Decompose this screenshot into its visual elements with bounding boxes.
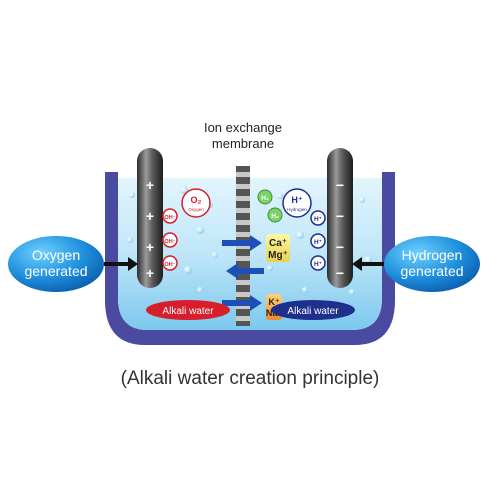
- ca-label: Ca⁺: [269, 238, 287, 249]
- arrow-right-icon: [104, 257, 138, 271]
- h-ion-label: H⁺: [314, 261, 322, 268]
- minus-sign: −: [336, 177, 344, 193]
- ca-mg-box: Ca⁺ Mg⁺: [266, 234, 290, 262]
- mg-label: Mg⁺: [268, 250, 288, 261]
- hydrogen-generated-bubble: Hydrogen generated: [384, 236, 480, 292]
- h-ion-label: H⁺: [314, 216, 322, 223]
- hydrogen-symbol: H⁺: [291, 195, 302, 205]
- minus-sign: −: [336, 208, 344, 224]
- oh-ion-label: OH⁻: [164, 262, 175, 268]
- k-label: K⁺: [268, 297, 279, 307]
- plus-sign: +: [146, 177, 154, 193]
- membrane-label-line1: Ion exchange: [204, 120, 282, 135]
- left-pill-label: Alkali water: [162, 306, 214, 317]
- hydrogen-molecules: H₂ H₂: [257, 189, 283, 223]
- diagram-caption: (Alkali water creation principle): [121, 368, 380, 389]
- hydrogen-generated-line2: generated: [400, 263, 463, 279]
- plus-sign: +: [146, 239, 154, 255]
- arrow-right-icon: [222, 235, 262, 251]
- h2-label: H₂: [271, 213, 279, 220]
- hydrogen-sublabel: Hydrogen: [287, 207, 307, 212]
- hydroxide-ions: OH⁻ OH⁻ OH⁻: [162, 208, 178, 271]
- oh-ion-label: OH⁻: [164, 239, 175, 245]
- right-pill-label: Alkali water: [287, 306, 339, 317]
- anode-electrode: + + + +: [137, 148, 163, 288]
- oxygen-generated-line1: Oxygen: [32, 247, 80, 263]
- oxygen-symbol: O₂: [191, 195, 202, 205]
- ion-migration-arrows: [222, 235, 264, 311]
- hydrogen-generated-line1: Hydrogen: [402, 247, 463, 263]
- oxygen-generated-line2: generated: [24, 263, 87, 279]
- electrode-arrows: [104, 257, 384, 271]
- cathode-electrode: − − − −: [327, 148, 353, 288]
- oh-ion-label: OH⁻: [164, 215, 175, 221]
- left-alkali-water-pill: Alkali water: [146, 300, 230, 320]
- right-alkali-water-pill: Alkali water: [271, 300, 355, 320]
- oxygen-generated-bubble: Oxygen generated: [8, 236, 104, 292]
- h2-label: H₂: [261, 195, 269, 202]
- hydrogen-ions: H⁺ H⁺ H⁺: [310, 210, 326, 271]
- oxygen-badge: O₂ Oxygen: [181, 188, 211, 218]
- arrow-left-icon: [226, 263, 264, 279]
- oxygen-sublabel: Oxygen: [188, 207, 204, 212]
- plus-sign: +: [146, 265, 154, 281]
- h-ion-label: H⁺: [314, 239, 322, 246]
- minus-sign: −: [336, 239, 344, 255]
- arrow-left-icon: [352, 257, 384, 271]
- minus-sign: −: [336, 265, 344, 281]
- arrow-right-icon: [222, 295, 262, 311]
- hydrogen-badge: H⁺ Hydrogen: [282, 188, 312, 218]
- plus-sign: +: [146, 208, 154, 224]
- membrane-label-line2: membrane: [212, 136, 274, 151]
